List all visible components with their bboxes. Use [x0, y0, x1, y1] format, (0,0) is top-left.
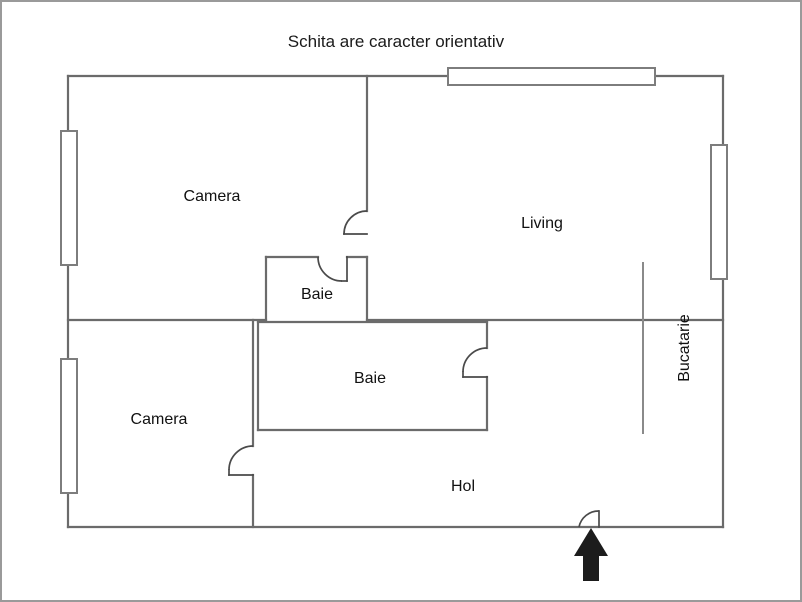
exterior-walls — [66, 74, 725, 529]
door-entrance-arc — [578, 510, 600, 528]
door-camera-living-arc — [343, 210, 368, 235]
window-right-living — [710, 144, 728, 280]
entry-arrow-icon — [574, 528, 608, 581]
room-label-bucatarie: Bucatarie — [676, 314, 693, 382]
window-left-bottom — [60, 358, 78, 494]
window-left-top — [60, 130, 78, 266]
room-label-baie-top: Baie — [301, 286, 333, 303]
room-label-baie-middle: Baie — [354, 370, 386, 387]
room-label-hol: Hol — [451, 478, 475, 495]
room-labels: Camera Living Baie Baie Camera Hol Bucat… — [131, 188, 694, 495]
door-camera-bottom-arc — [228, 445, 254, 471]
page-title: Schita are caracter orientativ — [288, 32, 505, 51]
room-label-living: Living — [521, 215, 563, 232]
windows — [60, 67, 728, 494]
door-baie-top-arc — [317, 256, 343, 282]
window-top-living — [447, 67, 656, 86]
door-swings — [228, 210, 600, 528]
interior-walls — [66, 74, 725, 529]
door-baie-mid-arc — [462, 347, 488, 373]
room-label-camera-bottom: Camera — [131, 411, 188, 428]
room-label-camera-top: Camera — [184, 188, 241, 205]
